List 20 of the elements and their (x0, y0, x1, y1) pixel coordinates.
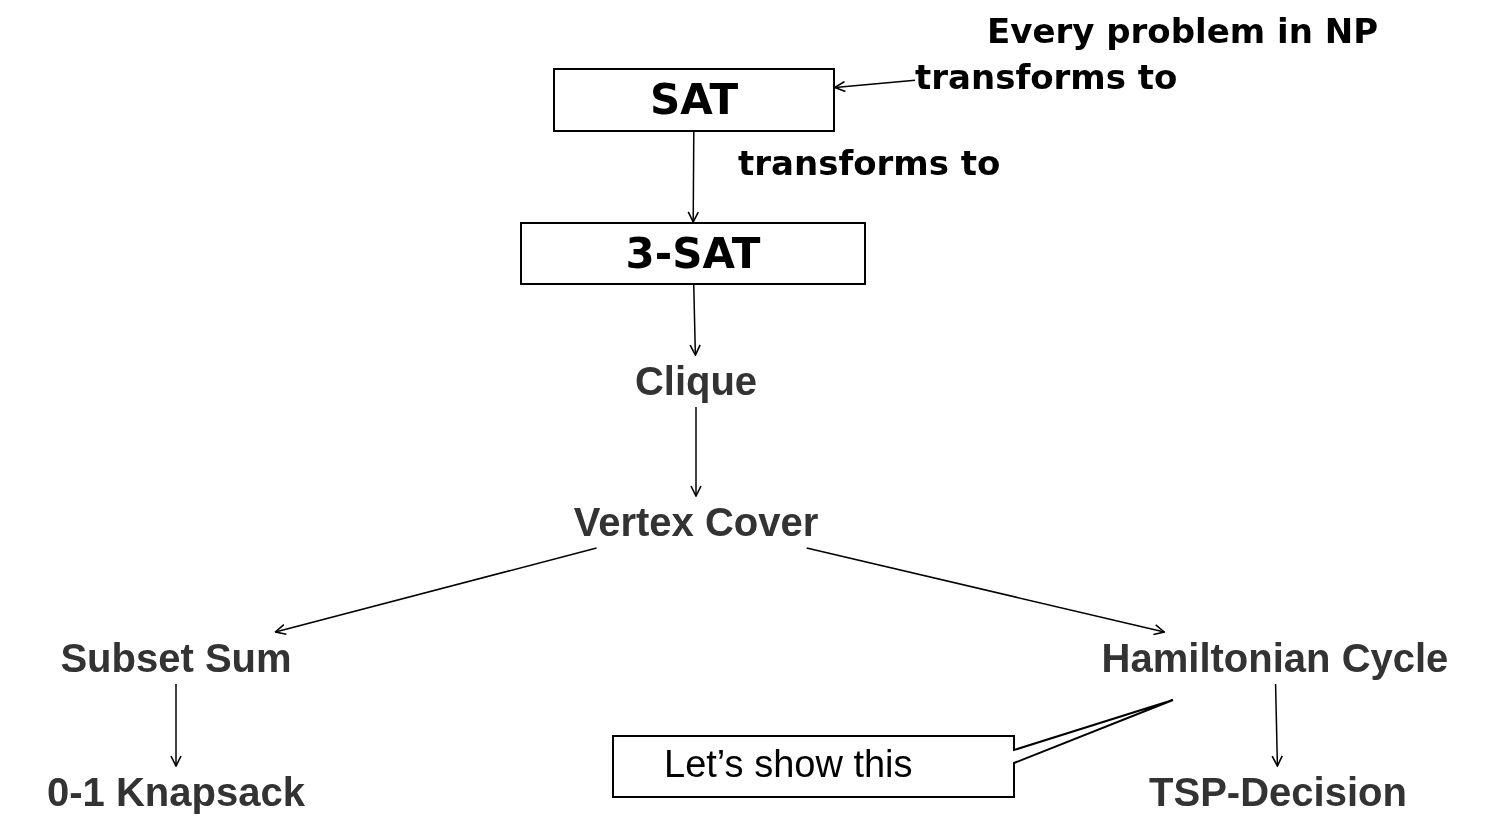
problem-label: Clique (634, 361, 758, 401)
node-label: SAT (649, 79, 739, 121)
problem-label: TSP-Decision (1149, 772, 1407, 812)
node-label: 3-SAT (625, 232, 761, 275)
problem-label: 0-1 Knapsack (47, 772, 305, 812)
annotation-text: Every problem in NP transforms to (915, 8, 1460, 104)
arrow (687, 131, 700, 223)
problem-label: Hamiltonian Cycle (1101, 638, 1449, 678)
arrow (274, 547, 598, 636)
arrow (805, 547, 1166, 636)
arrow (689, 284, 701, 356)
problem-label: Vertex Cover (573, 502, 819, 542)
arrow (690, 406, 702, 497)
arrow (834, 79, 916, 93)
arrow (1271, 683, 1283, 767)
problem-label: Subset Sum (60, 638, 292, 678)
arrow (170, 683, 182, 767)
process-box (553, 68, 835, 132)
callout-text: Let’s show this (664, 745, 913, 783)
process-box (520, 222, 866, 285)
